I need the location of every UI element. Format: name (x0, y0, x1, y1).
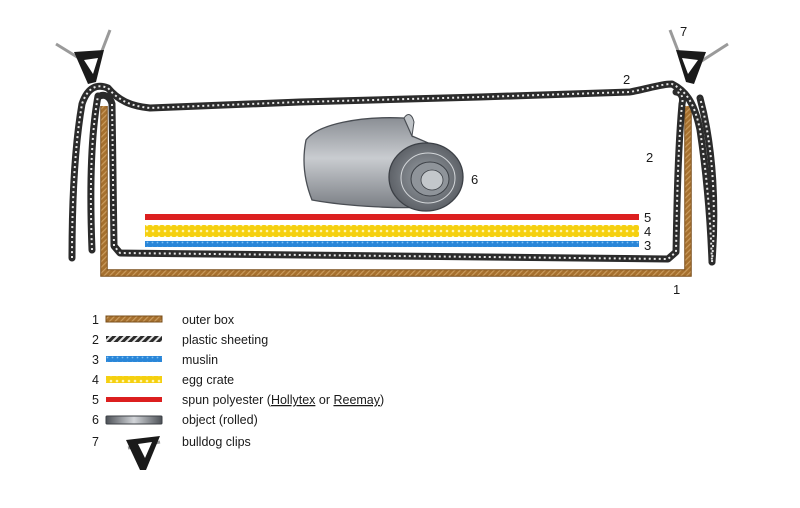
legend-label: muslin (182, 353, 218, 367)
callout-outer-box: 1 (673, 282, 680, 297)
legend-label: outer box (182, 313, 235, 327)
legend-item-egg-crate: 4 egg crate (92, 373, 234, 387)
legend-label: spun polyester (Hollytex or Reemay) (182, 393, 384, 407)
legend-number: 4 (92, 373, 99, 387)
legend-item-object: 6 object (rolled) (92, 413, 258, 427)
legend-item-outer-box: 1 outer box (92, 313, 235, 327)
bulldog-clip-right (668, 29, 729, 84)
callout-object: 6 (471, 172, 478, 187)
plastic-sheeting-swatch (106, 336, 162, 342)
bulldog-clip-left (55, 29, 112, 84)
muslin-layer (145, 241, 639, 247)
legend-item-spun-polyester: 5 spun polyester (Hollytex or Reemay) (92, 393, 384, 407)
legend-label: object (rolled) (182, 413, 258, 427)
callout-muslin: 3 (644, 238, 651, 253)
legend-number: 6 (92, 413, 99, 427)
legend: 1 outer box 2 plastic sheeting 3 muslin … (92, 313, 384, 470)
muslin-swatch (106, 356, 162, 362)
egg-crate-layer (145, 225, 639, 237)
outer-box (100, 106, 692, 277)
legend-number: 1 (92, 313, 99, 327)
legend-label: bulldog clips (182, 435, 251, 449)
legend-label: egg crate (182, 373, 234, 387)
legend-item-muslin: 3 muslin (92, 353, 218, 367)
legend-item-plastic-sheeting: 2 plastic sheeting (92, 333, 268, 347)
legend-number: 3 (92, 353, 99, 367)
callout-egg-crate: 4 (644, 224, 651, 239)
bulldog-clip-icon (126, 436, 161, 470)
legend-number: 7 (92, 435, 99, 449)
legend-label: plastic sheeting (182, 333, 268, 347)
callout-spun-polyester: 5 (644, 210, 651, 225)
spun-polyester-layer (145, 214, 639, 220)
plastic-sheeting (68, 80, 718, 266)
rolled-object (303, 114, 464, 212)
callout-sheeting-top: 2 (623, 72, 630, 87)
legend-item-bulldog-clips: 7 bulldog clips (92, 435, 251, 470)
legend-number: 2 (92, 333, 99, 347)
callout-sheeting-side: 2 (646, 150, 653, 165)
legend-number: 5 (92, 393, 99, 407)
spun-polyester-swatch (106, 397, 162, 402)
egg-crate-swatch (106, 376, 162, 383)
outer-box-swatch (105, 315, 163, 323)
object-swatch (105, 415, 163, 425)
callout-clips: 7 (680, 24, 687, 39)
